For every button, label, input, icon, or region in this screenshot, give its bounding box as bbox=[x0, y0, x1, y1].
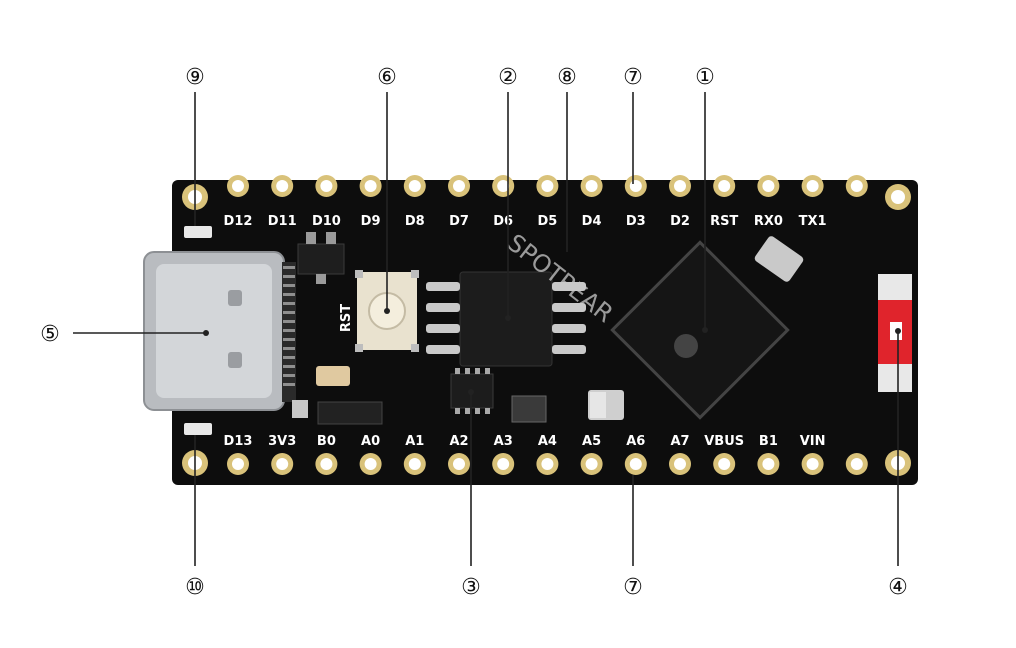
edge-pad-hole bbox=[629, 180, 642, 192]
top-pin-label: D2 bbox=[670, 214, 690, 229]
edge-pad-hole bbox=[453, 458, 465, 470]
edge-pad-hole bbox=[585, 180, 598, 192]
callout-3: ③ bbox=[461, 575, 481, 600]
callout-4: ④ bbox=[888, 575, 908, 600]
top-pin-label: D5 bbox=[537, 214, 557, 229]
edge-pad-hole bbox=[497, 458, 510, 470]
edge-pad-hole bbox=[762, 180, 775, 192]
edge-pad-hole bbox=[232, 458, 244, 470]
callout-7-top: ⑦ bbox=[623, 65, 643, 90]
edge-pad-hole bbox=[408, 458, 421, 470]
top-pin-label: RX0 bbox=[754, 214, 783, 229]
callout-7-bottom: ⑦ bbox=[623, 575, 643, 600]
callout-5: ⑤ bbox=[40, 322, 60, 347]
edge-pad-hole bbox=[674, 180, 686, 192]
edge-pad-hole bbox=[364, 458, 377, 470]
top-pin-label: D7 bbox=[449, 214, 469, 229]
edge-pad-hole bbox=[629, 458, 642, 470]
main-chip bbox=[610, 240, 790, 420]
edge-pad-hole bbox=[674, 458, 686, 470]
bottom-pin-label: VBUS bbox=[704, 434, 744, 449]
top-pin-label: RST bbox=[710, 214, 738, 229]
edge-pad-hole bbox=[718, 180, 731, 192]
edge-pad-hole bbox=[497, 180, 510, 192]
reset-silk-label: RST bbox=[339, 304, 354, 332]
edge-pad-hole bbox=[320, 180, 333, 192]
edge-pad-hole bbox=[585, 458, 598, 470]
edge-pad-hole bbox=[453, 180, 465, 192]
callout-8: ⑧ bbox=[557, 65, 577, 90]
bottom-pin-label: A6 bbox=[626, 434, 645, 449]
top-pin-label: D12 bbox=[224, 214, 253, 229]
bottom-pin-label: A7 bbox=[670, 434, 689, 449]
bottom-pin-labels: D13 3V3 B0 A0 A1 A2 A3 A4 A5 A6 A7 VBUS B1 VIN bbox=[224, 434, 826, 449]
passive-components bbox=[292, 236, 804, 425]
bottom-pin-label: A2 bbox=[449, 434, 468, 449]
edge-pad-hole bbox=[762, 458, 775, 470]
edge-pad-hole bbox=[232, 180, 244, 192]
edge-pad-hole bbox=[718, 458, 731, 470]
callout-1: ① bbox=[695, 65, 715, 90]
callout-9: ⑨ bbox=[185, 65, 205, 90]
edge-pad-hole bbox=[276, 180, 289, 192]
edge-pad-hole bbox=[408, 180, 421, 192]
bottom-pin-label: A5 bbox=[582, 434, 601, 449]
top-pin-label: D6 bbox=[493, 214, 513, 229]
edge-pad-hole bbox=[541, 180, 554, 192]
top-pin-labels: D12 D11 D10 D9 D8 D7 D6 D5 D4 D3 D2 RST RX0 TX1 bbox=[224, 214, 827, 229]
edge-pad-hole bbox=[541, 458, 554, 470]
edge-pad-hole bbox=[276, 458, 289, 470]
bottom-pin-label: 3V3 bbox=[268, 434, 296, 449]
rgb-led bbox=[878, 274, 912, 392]
bottom-edge-pads bbox=[227, 453, 868, 475]
bottom-pin-label: B0 bbox=[317, 434, 336, 449]
edge-pad-hole bbox=[806, 458, 819, 470]
top-pin-label: TX1 bbox=[799, 214, 827, 229]
top-pin-label: D10 bbox=[312, 214, 341, 229]
bottom-pin-label: A4 bbox=[538, 434, 557, 449]
top-pin-label: D4 bbox=[582, 214, 602, 229]
edge-pad-hole bbox=[320, 458, 333, 470]
callout-6: ⑥ bbox=[377, 65, 397, 90]
callout-2: ② bbox=[498, 65, 518, 90]
top-pin-label: D11 bbox=[268, 214, 297, 229]
bottom-pin-label: B1 bbox=[759, 434, 778, 449]
top-pin-label: D3 bbox=[626, 214, 646, 229]
bottom-pin-label: VIN bbox=[800, 434, 826, 449]
led-bottom-left bbox=[184, 423, 212, 435]
regulator bbox=[297, 232, 345, 284]
usb-c-connector bbox=[143, 251, 296, 411]
top-edge-pads bbox=[227, 175, 868, 197]
edge-pad-hole bbox=[806, 180, 819, 192]
bottom-pin-label: A3 bbox=[494, 434, 513, 449]
top-pin-label: D9 bbox=[361, 214, 381, 229]
bottom-pin-label: D13 bbox=[224, 434, 253, 449]
edge-pad-hole bbox=[364, 180, 377, 192]
bottom-pin-label: A1 bbox=[405, 434, 424, 449]
led-top-left bbox=[184, 226, 212, 238]
edge-pad-hole bbox=[850, 180, 863, 192]
leader-lines bbox=[73, 92, 901, 566]
callout-10: ⑩ bbox=[185, 575, 205, 600]
edge-pad-hole bbox=[850, 458, 863, 470]
bottom-pin-label: A0 bbox=[361, 434, 380, 449]
top-pin-label: D8 bbox=[405, 214, 425, 229]
